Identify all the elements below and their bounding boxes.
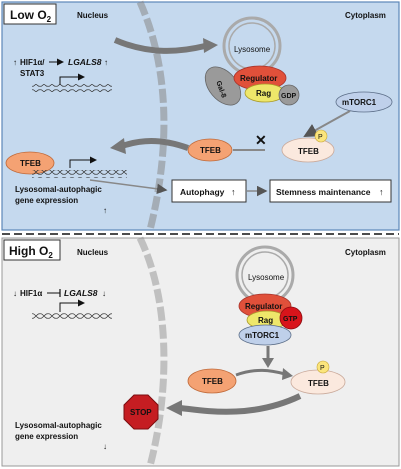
mtorc1-label-high: mTORC1 [245, 331, 280, 340]
stop-sign-icon [123, 394, 159, 430]
panel-low-title: Low O2 [10, 8, 52, 24]
phosphate-icon-high [316, 360, 330, 374]
phosphate-icon-low [314, 129, 328, 143]
transcription-start-arrow-high [59, 299, 85, 312]
expression-line1-low: Lysosomal-autophagic [15, 185, 102, 194]
rag-label-low: Rag [256, 89, 271, 98]
block-cross-icon: ✕ [255, 132, 267, 148]
mtorc1-shape-high [238, 324, 292, 346]
cytoplasm-label-low: Cytoplasm [345, 11, 386, 20]
transcription-start-arrow [59, 73, 85, 85]
tfeb-cytoplasm-label: TFEB [200, 146, 221, 155]
tfeb-shape-high [187, 368, 237, 394]
hif1a-label-high: HIF1α [20, 289, 42, 298]
tfeb-nucleus-label: TFEB [20, 159, 41, 168]
inhibited-phosphorylation-arrow [303, 110, 351, 137]
tfeb-label-high: TFEB [202, 377, 223, 386]
dna-helix-low-upper [32, 84, 112, 92]
autophagy-label: Autophagy [180, 187, 225, 197]
tfeb-cytoplasm-shape [187, 138, 233, 162]
mtorc1-label-low: mTORC1 [342, 98, 377, 107]
lysosome-label-low: Lysosome [234, 45, 271, 54]
down-arrow-icon: ↓ [103, 442, 107, 451]
nuclear-envelope-low [136, 0, 168, 231]
expression-line2-high: gene expression [15, 432, 78, 441]
up-arrow-icon: ↑ [13, 58, 17, 67]
cytoplasm-label-high: Cytoplasm [345, 248, 386, 257]
gdp-label: GDP [281, 93, 297, 100]
nucleus-label-high: Nucleus [77, 248, 109, 257]
gtp-label: GTP [283, 316, 298, 323]
up-arrow-icon: ↑ [104, 58, 108, 67]
gdp-shape [278, 84, 300, 106]
mtorc1-shape-low [335, 91, 393, 113]
arrowhead-icon [110, 138, 126, 154]
lysosome-complex-high: Lysosome Regulator Rag GTP mTORC1 [235, 245, 303, 346]
lysosome-complex-low: Lysosome Gal-8 Regulator Rag GDP [204, 16, 300, 106]
expression-line1-high: Lysosomal-autophagic [15, 421, 102, 430]
blocked-import-arrow [179, 393, 302, 415]
arrowhead-icon [166, 400, 182, 416]
expression-line2-low: gene expression [15, 196, 78, 205]
arrowhead-icon [262, 358, 274, 368]
phosphate-label-high: P [320, 365, 325, 372]
export-arrow-to-lysosome [113, 37, 206, 54]
tfeb-phospho-label-high: TFEB [308, 379, 329, 388]
stemness-label: Stemness maintenance [276, 187, 371, 197]
hif-stat3-activation: ↑ HIF1α/ LGALS8 ↑ STAT3 [13, 57, 112, 92]
expression-to-autophagy-arrow [89, 179, 168, 195]
stop-label: STOP [130, 408, 152, 417]
regulator-label-high: Regulator [245, 302, 282, 311]
down-arrow-icon: ↓ [102, 289, 106, 298]
tfeb-phospho-shape-low [281, 137, 335, 163]
autophagy-box [171, 179, 247, 203]
up-arrow-icon: ↑ [231, 187, 236, 197]
gtp-shape [279, 306, 303, 330]
up-arrow-icon: ↑ [103, 206, 107, 215]
lgals8-gene-label-low: LGALS8 [68, 57, 102, 67]
panel-high-title-box [3, 239, 61, 261]
nucleus-label-low: Nucleus [77, 11, 109, 20]
lysosome-label-high: Lysosome [248, 273, 285, 282]
panel-high-title: High O2 [9, 244, 53, 260]
hif-inhibition: ↓ HIF1α LGALS8 ↓ [13, 288, 112, 319]
up-arrow-icon: ↑ [379, 187, 384, 197]
panel-low-title-box [3, 3, 57, 25]
transcription-start-arrow-2 [69, 156, 97, 168]
regulator-label-low: Regulator [240, 74, 277, 83]
panel-high-oxygen: High O2 Nucleus Cytoplasm ↓ HIF1α LGALS8… [1, 236, 400, 467]
arrowhead-icon [203, 38, 218, 53]
tfeb-nucleus-shape [5, 151, 55, 175]
nuclear-import-arrow [121, 138, 190, 151]
rag-label-high: Rag [258, 316, 273, 325]
arrowhead-icon [282, 368, 293, 380]
tfeb-phospho-label-low: TFEB [298, 147, 319, 156]
dna-helix-high [32, 311, 112, 319]
down-arrow-icon: ↓ [13, 289, 17, 298]
lgals8-gene-label-high: LGALS8 [64, 288, 98, 298]
hif1a-label: HIF1α/ [20, 58, 45, 67]
panel-low-oxygen: Low O2 Nucleus Cytoplasm ↑ HIF1α/ LGALS8… [1, 0, 400, 231]
panel-high-background [1, 237, 400, 467]
dna-helix-low-lower [32, 170, 127, 178]
stat3-label: STAT3 [20, 69, 45, 78]
phosphate-label-low: P [318, 134, 323, 141]
phospho-arrow-high [235, 368, 286, 377]
nuclear-envelope-high [136, 236, 168, 467]
stemness-box [269, 179, 392, 203]
